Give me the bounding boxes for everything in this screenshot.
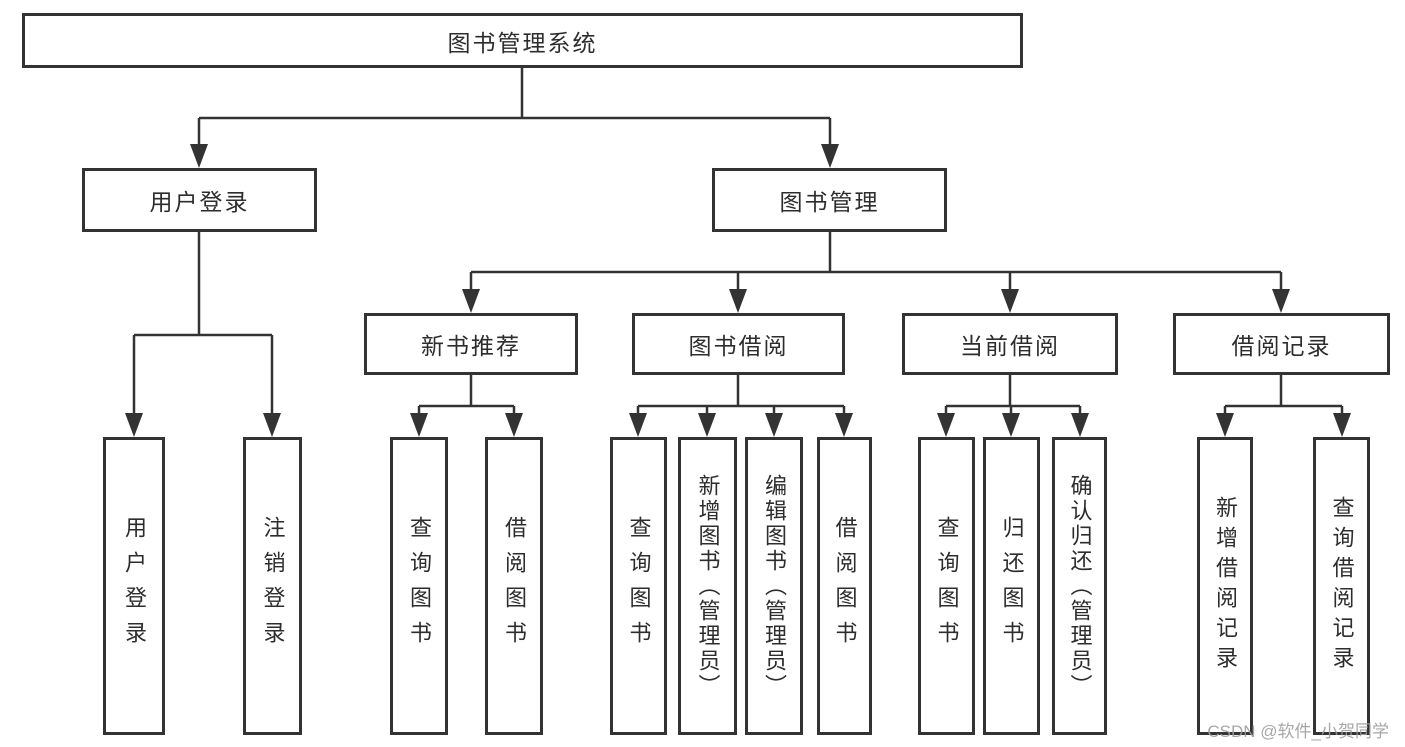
leaf-add-books-admin: 新增图书（管理员） [678, 437, 737, 735]
leaf-query-books-recommend: 查询图书 [390, 437, 448, 735]
node-book-management: 图书管理 [712, 168, 947, 232]
leaf-label: 查询图书 [626, 516, 652, 656]
leaf-query-borrow-record: 查询借阅记录 [1313, 437, 1370, 735]
leaf-label: 借阅图书 [832, 516, 858, 656]
connector-current-to-leaves [937, 375, 1089, 437]
leaf-label: 新增图书（管理员） [695, 473, 721, 699]
node-label: 借阅记录 [1231, 333, 1332, 359]
leaf-confirm-return-admin: 确认归还（管理员） [1052, 437, 1107, 735]
node-label: 当前借阅 [960, 333, 1060, 359]
csdn-watermark: CSDN @软件_小贺同学 [1207, 722, 1389, 741]
node-label: 图书借阅 [688, 333, 789, 359]
leaf-logout: 注销登录 [243, 437, 302, 735]
leaf-user-login: 用户登录 [103, 437, 165, 735]
leaf-label: 借阅图书 [502, 516, 527, 656]
leaf-label: 查询借阅记录 [1329, 496, 1355, 676]
connector-newbooks-to-leaves [410, 375, 523, 437]
node-label: 用户登录 [149, 189, 250, 215]
leaf-label: 新增借阅记录 [1213, 496, 1238, 676]
leaf-label: 注销登录 [260, 516, 286, 656]
leaf-label: 查询图书 [407, 516, 432, 656]
leaf-query-books-current: 查询图书 [918, 437, 975, 735]
leaf-label: 确认归还（管理员） [1067, 473, 1093, 699]
leaf-query-books-borrow: 查询图书 [610, 437, 667, 735]
node-root-label: 图书管理系统 [447, 29, 598, 56]
connector-root-to-level2 [190, 66, 839, 168]
node-root-system: 图书管理系统 [22, 13, 1023, 68]
leaf-edit-books-admin: 编辑图书（管理员） [745, 437, 803, 735]
connector-borrow-to-leaves [629, 375, 853, 437]
leaf-label: 编辑图书（管理员） [762, 473, 787, 699]
node-current-borrowing: 当前借阅 [902, 313, 1118, 375]
node-user-login-group: 用户登录 [82, 168, 317, 232]
leaf-borrow-books-recommend: 借阅图书 [485, 437, 543, 735]
node-label: 新书推荐 [421, 333, 521, 359]
leaf-return-books: 归还图书 [983, 437, 1040, 735]
node-borrow-records: 借阅记录 [1173, 313, 1390, 375]
connector-records-to-leaves [1216, 375, 1351, 437]
node-label: 图书管理 [779, 189, 880, 215]
leaf-add-borrow-record: 新增借阅记录 [1197, 437, 1253, 735]
leaf-label: 查询图书 [934, 516, 960, 656]
node-book-borrowing: 图书借阅 [632, 313, 845, 375]
connector-userlogin-to-leaves [125, 232, 281, 437]
leaf-label: 用户登录 [122, 516, 147, 656]
node-new-book-recommend: 新书推荐 [364, 313, 578, 375]
connector-bookmgmt-to-level3 [462, 232, 1290, 313]
leaf-borrow-books: 借阅图书 [817, 437, 872, 735]
leaf-label: 归还图书 [999, 516, 1025, 656]
